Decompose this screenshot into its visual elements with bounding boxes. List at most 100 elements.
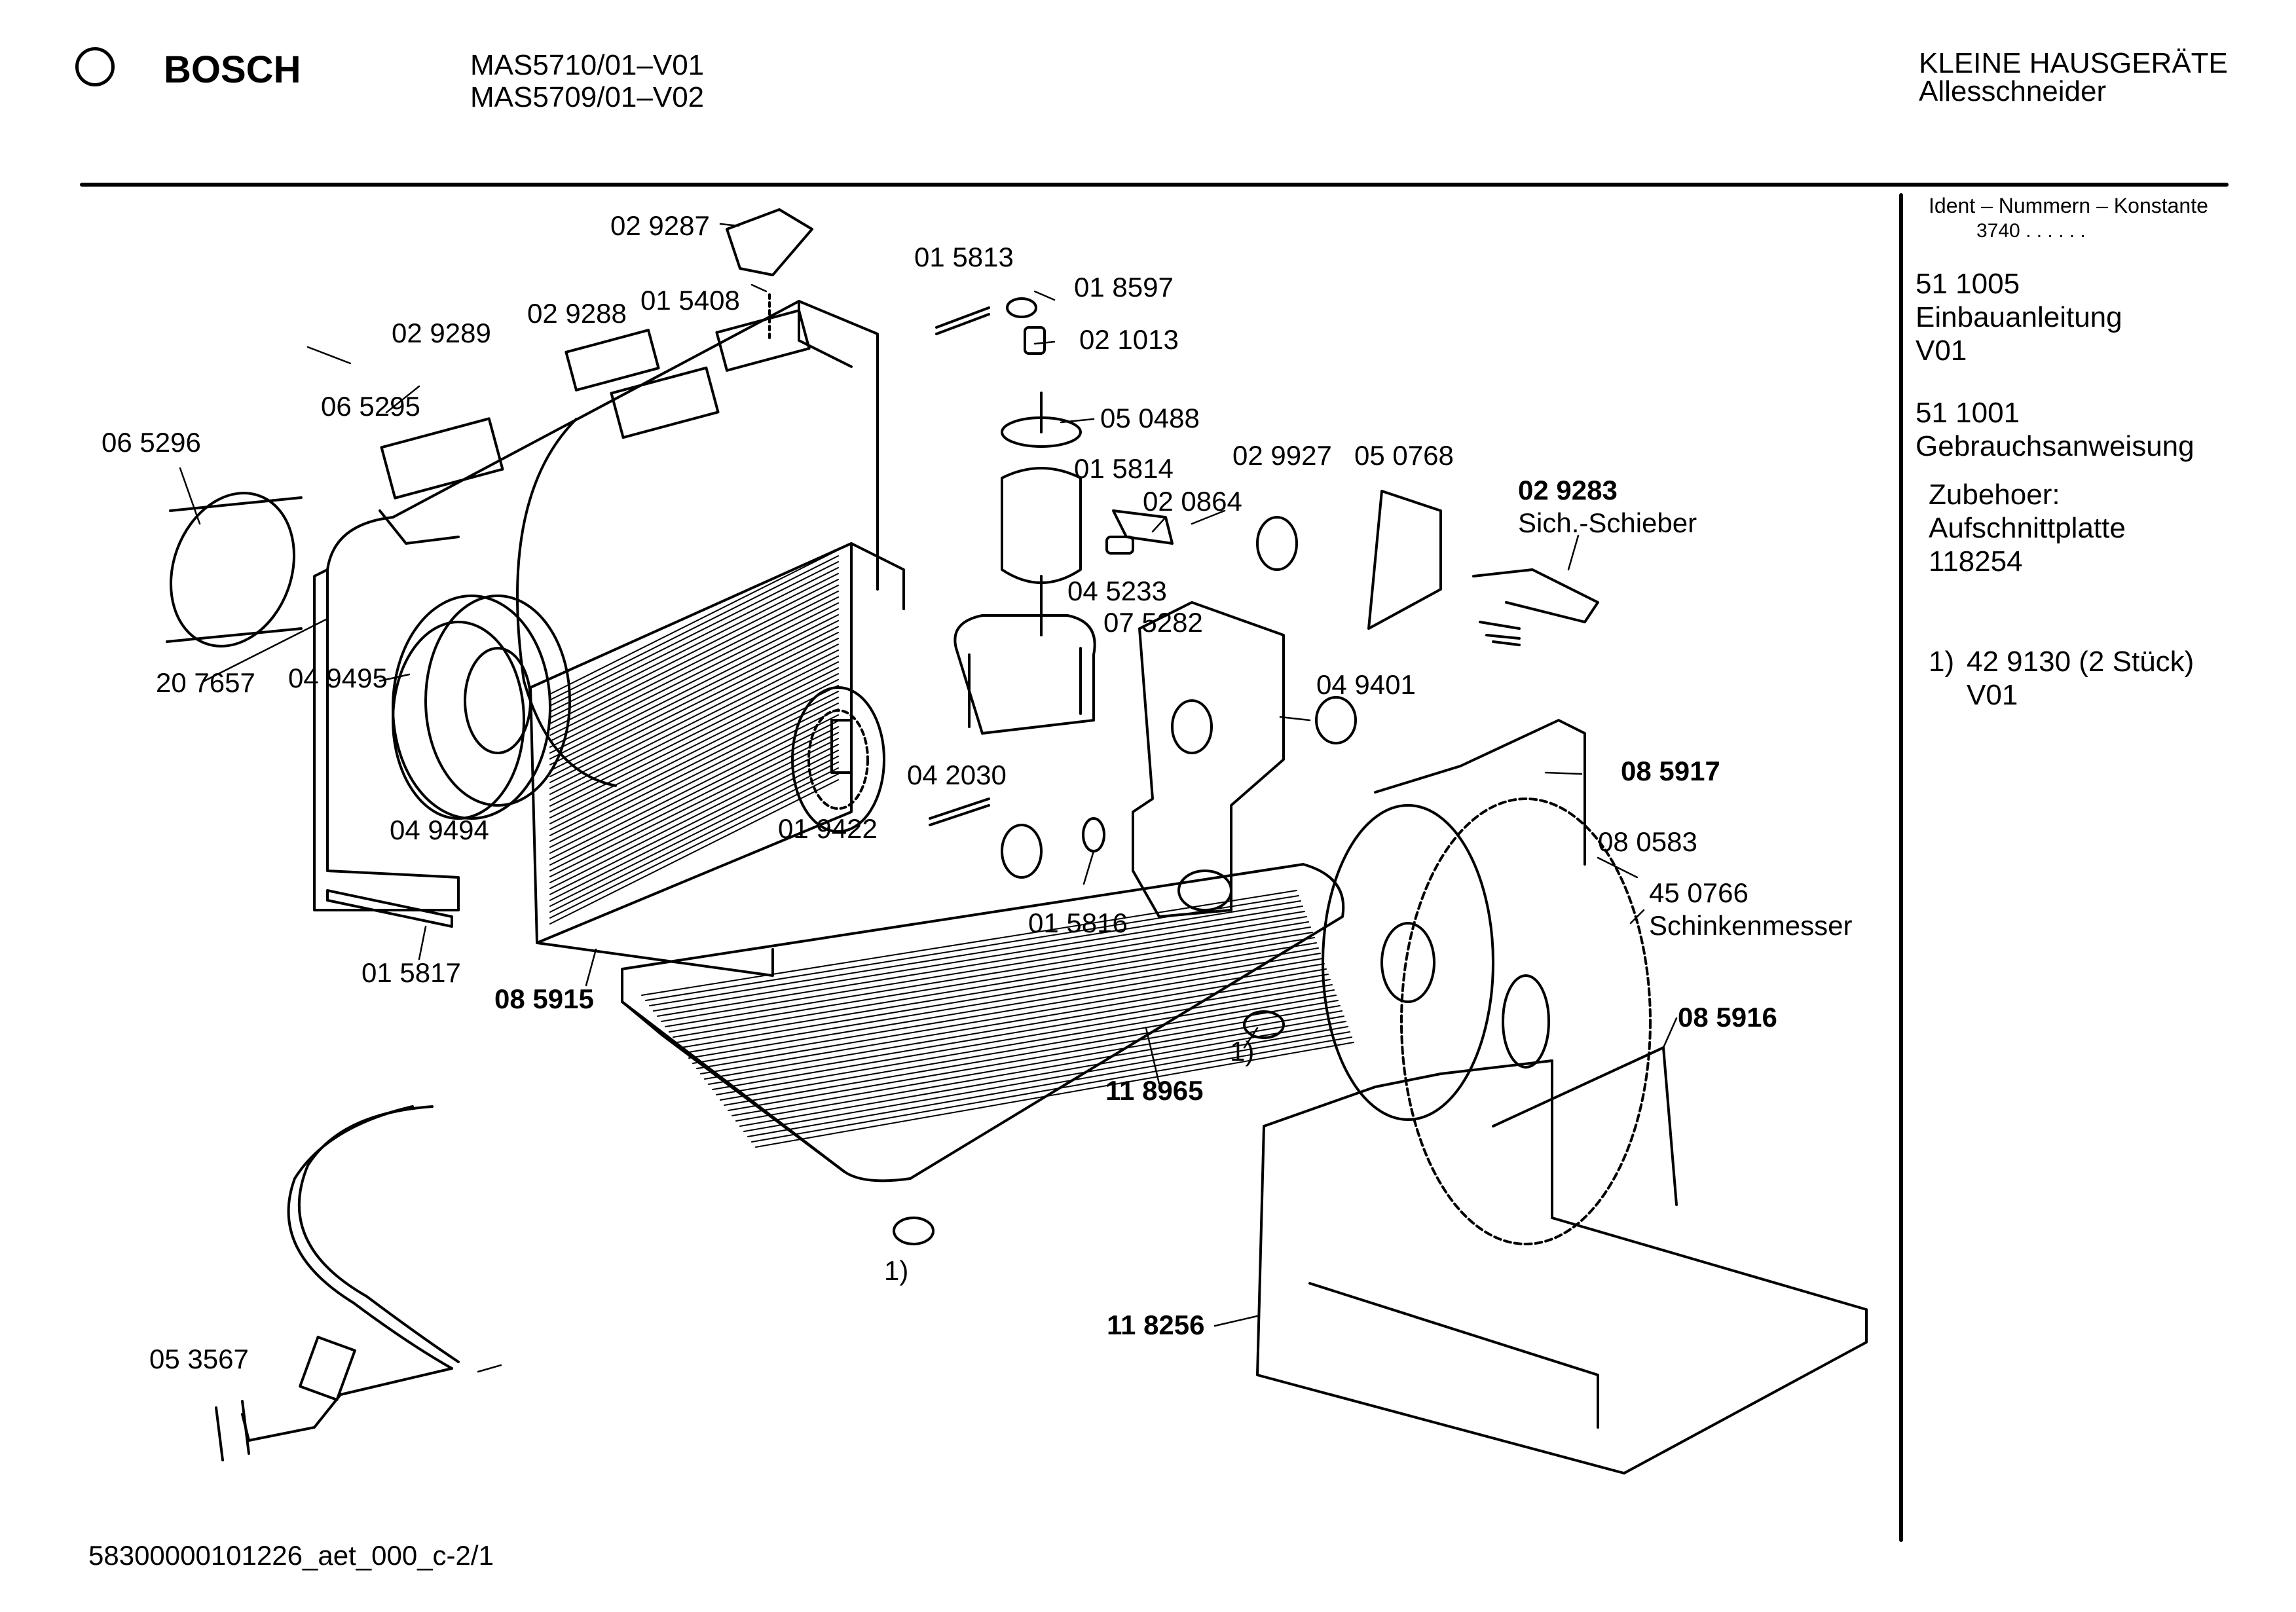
- rib-line: [649, 900, 1301, 1006]
- rib-line: [696, 963, 1325, 1069]
- bearing-drawing: [1024, 326, 1046, 355]
- rib-line: [673, 932, 1313, 1038]
- rib-line: [676, 937, 1315, 1043]
- part-label: 02 9287: [610, 210, 710, 241]
- hatching-drawing: [549, 549, 1354, 1148]
- part-label: 04 9401: [1316, 669, 1416, 700]
- part-label: 04 9494: [390, 815, 489, 845]
- rib-line: [661, 916, 1307, 1022]
- rib-line: [549, 726, 839, 871]
- rib-line: [549, 767, 839, 913]
- rib-line: [669, 926, 1311, 1033]
- part-label: 02 9289: [392, 318, 491, 348]
- part-label: 1): [884, 1255, 909, 1286]
- rib-line: [549, 626, 839, 771]
- rib-line: [549, 638, 839, 783]
- rib-line: [549, 714, 839, 860]
- rib-line: [549, 732, 839, 877]
- rib-line: [743, 1026, 1348, 1132]
- model-number-1: MAS5710/01–V01: [470, 49, 705, 81]
- part-label: 01 8597: [1074, 272, 1174, 302]
- doc2-name: Gebrauchsanweisung: [1916, 430, 2194, 462]
- rib-line: [549, 667, 839, 813]
- rib-line: [755, 1042, 1354, 1148]
- part-label: 04 5233: [1067, 576, 1167, 606]
- rib-line: [549, 549, 839, 695]
- part-label: 07 5282: [1103, 607, 1203, 638]
- blade-drawing: [1322, 719, 1652, 1245]
- rib-line: [549, 614, 839, 760]
- ident-value: 3740 . . . . . .: [1976, 220, 2086, 242]
- rib-line: [549, 632, 839, 777]
- part-label: 01 5813: [914, 242, 1014, 272]
- switch-cap-drawing: [726, 208, 813, 276]
- part-label: 06 5296: [102, 427, 201, 458]
- rib-line: [549, 703, 839, 848]
- part-label: 01 5408: [640, 285, 740, 316]
- ident-title: Ident – Nummern – Konstante: [1929, 194, 2208, 217]
- part-label: 02 9927: [1232, 440, 1332, 471]
- rib-line: [735, 1016, 1344, 1122]
- rib-line: [731, 1010, 1342, 1116]
- small-parts-drawing: [726, 208, 1521, 879]
- part-label: 01 5817: [361, 957, 461, 988]
- rib-line: [739, 1021, 1346, 1127]
- rib-line: [708, 979, 1331, 1085]
- category-title: KLEINE HAUSGERÄTE: [1919, 47, 2228, 79]
- part-label: 05 0488: [1100, 403, 1200, 433]
- rib-line: [700, 968, 1327, 1074]
- rib-line: [688, 953, 1321, 1059]
- rib-line: [680, 942, 1317, 1048]
- rib-line: [549, 567, 839, 712]
- doc2-number: 51 1001: [1916, 397, 2020, 429]
- rib-line: [653, 906, 1303, 1012]
- rib-line: [641, 890, 1297, 996]
- model-number-2: MAS5709/01–V02: [470, 81, 705, 113]
- switch-module-drawing: [1367, 490, 1599, 630]
- rib-line: [549, 650, 839, 795]
- part-label: 02 9283: [1518, 475, 1618, 505]
- rib-line: [549, 644, 839, 789]
- rib-line: [549, 661, 839, 807]
- rib-line: [549, 573, 839, 718]
- part-label: Sich.-Schieber: [1518, 507, 1697, 538]
- wheel-drawing: [166, 492, 303, 648]
- rib-line: [549, 744, 839, 889]
- part-label: 08 0583: [1598, 826, 1697, 857]
- part-label: 05 3567: [149, 1344, 249, 1374]
- field-coil-drawing: [954, 614, 1096, 735]
- rib-line: [549, 756, 839, 901]
- part-label: 08 5917: [1621, 756, 1720, 786]
- rib-line: [549, 591, 839, 736]
- rib-line: [549, 561, 839, 706]
- rib-line: [657, 911, 1305, 1017]
- base-drawing: [1256, 1046, 1868, 1475]
- rib-line: [549, 750, 839, 895]
- accessory-name: Aufschnittplatte: [1929, 512, 2126, 544]
- part-label: 08 5915: [494, 983, 594, 1014]
- part-label: Schinkenmesser: [1649, 910, 1853, 941]
- rib-line: [712, 984, 1333, 1090]
- accessory-number: 118254: [1929, 545, 2023, 577]
- rib-line: [549, 761, 839, 907]
- part-label: 01 5816: [1028, 907, 1128, 938]
- rib-line: [684, 947, 1319, 1053]
- note-ref: 1): [1929, 646, 1955, 678]
- power-cord-drawing: [215, 1105, 460, 1461]
- part-label: 08 5916: [1678, 1002, 1777, 1033]
- rib-line: [645, 895, 1299, 1001]
- rib-line: [704, 974, 1329, 1080]
- rib-line: [549, 555, 839, 701]
- rib-line: [549, 685, 839, 830]
- front-cover-drawing: [529, 542, 905, 977]
- housing-drawing: [313, 300, 879, 911]
- part-label: 06 5295: [321, 391, 420, 422]
- rib-line: [549, 673, 839, 818]
- doc1-name: Einbauanleitung: [1916, 301, 2122, 333]
- rib-line: [720, 995, 1337, 1101]
- spring-drawing: [1479, 621, 1521, 646]
- part-label: 1): [1230, 1036, 1255, 1067]
- rib-line: [549, 655, 839, 801]
- rib-line: [747, 1031, 1350, 1137]
